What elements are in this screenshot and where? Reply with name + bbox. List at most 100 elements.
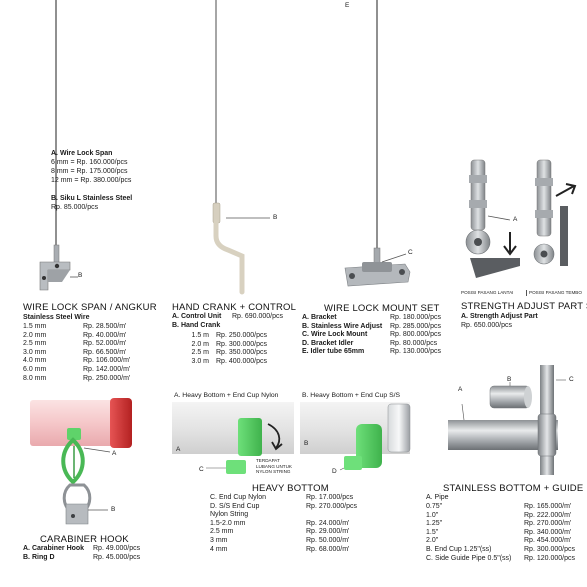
label-b: B — [304, 440, 309, 447]
item-name: A. Control Unit — [172, 313, 222, 320]
label-a: A — [176, 446, 181, 453]
price-cell: Rp. 45.000/pcs — [93, 553, 141, 561]
wire-lock-span-subtitle: Stainless Steel Wire — [23, 314, 90, 321]
table-row: 1.5" Rp. 340.000/m' — [426, 529, 575, 538]
note-line: LUBANG UNTUK — [256, 463, 292, 469]
label-a: A — [112, 450, 117, 457]
item-name: B. Hand Crank — [172, 322, 221, 329]
size-cell: 2.0 m — [191, 340, 209, 348]
wire-lock-span-title: WIRE LOCK SPAN / ANGKUR — [23, 302, 157, 313]
price-cell: Rp. 17.000/pcs — [306, 494, 354, 501]
size-cell: 2.5 m — [191, 349, 209, 357]
table-row: 2.5 mm Rp. 29.000/m' — [210, 528, 357, 537]
strength-adjust-title: STRENGTH ADJUST PART SE — [461, 301, 587, 312]
price-cell: Rp. 180.000/pcs — [390, 314, 441, 321]
item-name: B. End Cup 1.25"(ss) — [426, 545, 492, 553]
wire-lock-span-spec-b-price: Rp. 85.000/pcs — [51, 204, 99, 211]
table-row: 1.5-2.0 mm Rp. 24.000/m' — [210, 520, 357, 529]
table-row: C. Side Guide Pipe 0.5"(ss)Rp. 120.000/p… — [426, 555, 575, 564]
price-cell: Rp. 142.000/m' — [83, 365, 131, 373]
price-cell: Rp. 52.000/m' — [83, 340, 127, 348]
label-b: B — [111, 506, 116, 513]
item-name: 4 mm — [210, 545, 228, 553]
item-name: 1.5-2.0 mm — [210, 519, 246, 527]
heavy-bottom-caption-b: B. Heavy Bottom + End Cup S/S — [302, 392, 401, 399]
heavy-bottom-title: HEAVY BOTTOM — [252, 483, 329, 494]
price-cell: Rp. 40.000/m' — [83, 331, 127, 339]
item-name: A. Carabiner Hook — [23, 545, 85, 552]
price-cell: Rp. 29.000/m' — [306, 528, 350, 536]
label-c: C — [408, 249, 413, 256]
carabiner-title: CARABINER HOOK — [40, 534, 129, 545]
label-d: D — [332, 468, 337, 475]
item-name: D. Bracket Idler — [302, 339, 354, 347]
heavy-bottom-caption-a: A. Heavy Bottom + End Cup Nylon — [174, 392, 279, 399]
table-row: 2.5 m Rp. 350.000/pcs — [172, 349, 267, 358]
table-row: B. Hand Crank — [172, 322, 220, 331]
table-row: B. End Cup 1.25"(ss)Rp. 300.000/pcs — [426, 546, 575, 555]
item-name: 3 mm — [210, 536, 228, 544]
table-row: 8.0 mm Rp. 250.000/m' — [23, 375, 130, 384]
item-name: 1.25" — [426, 520, 443, 528]
size-cell: 6.0 mm — [23, 365, 47, 373]
table-row: 1.25" Rp. 270.000/m' — [426, 520, 575, 529]
price-cell: Rp. 270.000/pcs — [306, 502, 357, 510]
label-a: A — [458, 386, 463, 393]
wire-lock-span-spec-b-title: B. Siku L Stainless Steel — [51, 195, 133, 202]
table-row: Nylon String — [210, 511, 357, 520]
price-cell: Rp. 222.000/m' — [524, 511, 572, 519]
table-row: 4 mm Rp. 68.000/m' — [210, 546, 357, 555]
item-name: Nylon String — [210, 511, 249, 519]
price-cell: Rp. 350.000/pcs — [216, 349, 267, 357]
price-cell: Rp. 270.000/m' — [524, 520, 572, 528]
stainless-bottom-table: 0.75"Rp. 165.000/m' 1.0"Rp. 222.000/m' 1… — [426, 503, 575, 563]
item-name: 2.5 mm — [210, 528, 234, 536]
price-cell: Rp. 800.000/pcs — [390, 331, 441, 339]
item-name: B. Stainless Wire Adjust — [302, 322, 383, 330]
price-cell: Rp. 28.500/m' — [83, 323, 127, 330]
price-cell: Rp. 24.000/m' — [306, 519, 350, 527]
price-cell: Rp. 340.000/m' — [524, 528, 572, 536]
item-name: 1.5" — [426, 528, 439, 536]
size-cell: 8.0 mm — [23, 374, 47, 382]
item-name: D. S/S End Cup — [210, 502, 260, 510]
wire-lock-span-spec-a-line: 6 mm = Rp. 160.000/pcs — [51, 159, 128, 166]
table-row: 1.5 m Rp. 250.000/pcs — [172, 332, 267, 341]
price-cell: Rp. 300.000/pcs — [216, 340, 267, 348]
price-cell: Rp. 454.000/m' — [524, 537, 572, 545]
wire-lock-mount-title: WIRE LOCK MOUNT SET — [324, 303, 440, 314]
strength-adjust-item-name: A. Strength Adjust Part — [461, 313, 538, 320]
price-cell: Rp. 68.000/m' — [306, 545, 350, 553]
size-cell: 1.5 m — [191, 332, 209, 339]
table-row: 6.0 mm Rp. 142.000/m' — [23, 366, 130, 375]
note-line: TERDAPAT — [256, 458, 280, 463]
stainless-bottom-title: STAINLESS BOTTOM + GUIDE — [443, 483, 584, 494]
price-cell: Rp. 250.000/pcs — [216, 332, 267, 339]
price-cell: Rp. 130.000/pcs — [390, 348, 441, 356]
label-c: C — [569, 376, 574, 383]
price-cell: Rp. 400.000/pcs — [216, 357, 267, 365]
strength-adjust-caption-wall: POSISI PASANG TEMBO — [526, 290, 582, 296]
size-cell: 3.0 mm — [23, 348, 47, 356]
price-cell: Rp. 106.000/m' — [83, 357, 131, 365]
table-row: 1.0"Rp. 222.000/m' — [426, 512, 575, 521]
price-cell: Rp. 250.000/m' — [83, 374, 131, 382]
